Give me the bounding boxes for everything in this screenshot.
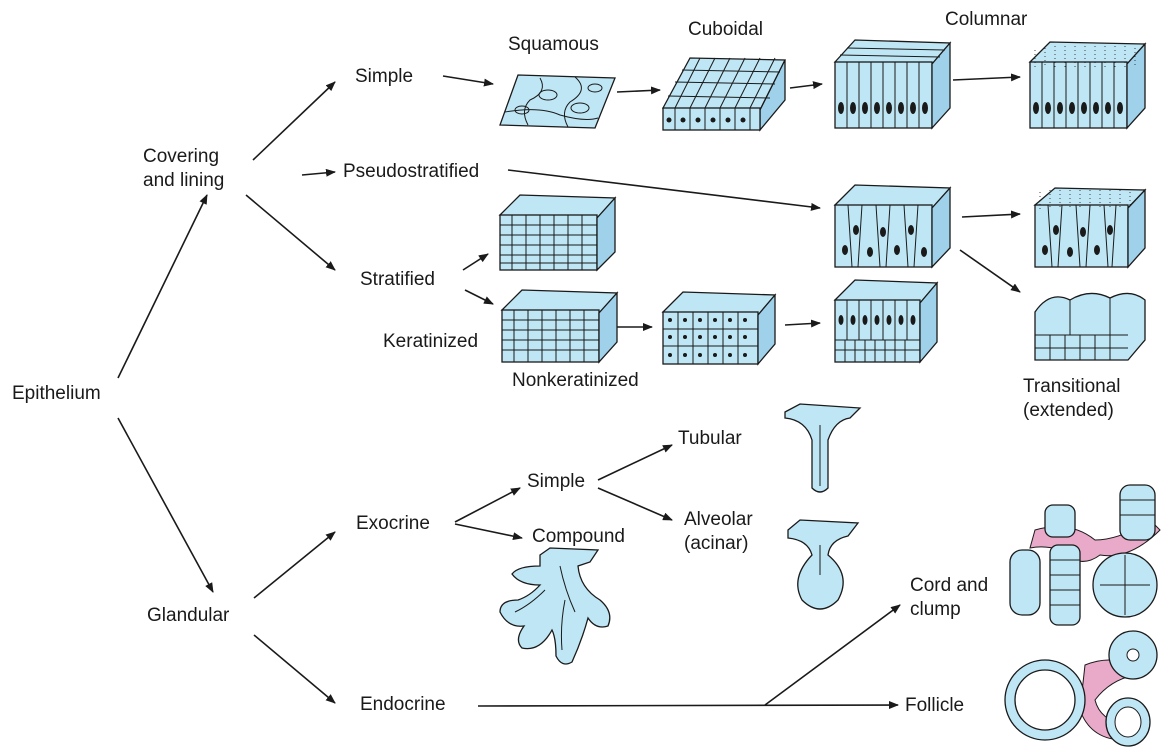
label-alveolar: Alveolar (acinar): [684, 508, 774, 556]
arrow-endocrine-follicle: [478, 705, 898, 706]
tubular-gland-illustration: [785, 404, 860, 492]
simple-squamous-illustration: [500, 75, 615, 128]
label-squamous: Squamous: [508, 33, 599, 57]
arrow-exocrine-simple: [455, 488, 520, 522]
label-endocrine: Endocrine: [360, 693, 446, 717]
arrow-simple-tubular: [598, 445, 672, 480]
arrow-strat-columnar: [785, 323, 820, 325]
arrow-stratified-keratinized: [463, 254, 488, 270]
arrow-covering-pseudostratified: [302, 172, 335, 175]
arrow-stratified-nonkeratinized: [465, 290, 493, 304]
simple-columnar-illustration: [835, 40, 950, 128]
stratified-columnar-illustration: [835, 280, 937, 362]
arrow-glandular-endocrine: [254, 635, 335, 703]
alveolar-gland-illustration: [788, 520, 858, 609]
stratified-nonkeratinized-illustration: [502, 290, 617, 362]
arrow-simple-alveolar: [598, 488, 672, 520]
arrow-simple-squamous: [443, 76, 493, 84]
cord-clump-illustration: [1010, 485, 1160, 625]
arrow-glandular-exocrine: [254, 532, 335, 598]
label-tubular: Tubular: [678, 427, 742, 451]
arrow-squamous-cuboidal: [617, 90, 660, 92]
simple-cuboidal-illustration: [663, 58, 785, 130]
label-epithelium: Epithelium: [12, 382, 101, 406]
arrow-cuboidal-columnar: [790, 84, 822, 88]
arrow-pseudo-transitional: [960, 250, 1020, 292]
arrow-exocrine-compound: [455, 524, 522, 538]
follicle-illustration: [1005, 631, 1157, 746]
arrow-covering-stratified: [246, 195, 335, 270]
label-transitional: Transitional (extended): [1023, 375, 1143, 423]
arrow-endocrine-cord: [765, 605, 900, 705]
arrow-columnar-ciliated: [953, 77, 1020, 80]
compound-gland-illustration: [500, 548, 610, 664]
arrow-covering-simple: [253, 82, 335, 160]
label-nonkeratinized: Nonkeratinized: [512, 369, 639, 393]
label-columnar: Columnar: [945, 8, 1027, 32]
label-cord-clump: Cord and clump: [910, 574, 1000, 622]
label-compound: Compound: [532, 525, 625, 549]
pseudostratified-illustration: [835, 185, 950, 267]
stratified-keratinized-illustration: [500, 195, 615, 270]
transitional-illustration: [1035, 293, 1145, 360]
label-stratified: Stratified: [360, 268, 435, 292]
label-covering-lining: Covering and lining: [143, 145, 253, 193]
label-follicle: Follicle: [905, 694, 964, 718]
label-glandular: Glandular: [147, 604, 229, 628]
pseudostratified-ciliated-illustration: [1035, 188, 1145, 267]
label-simple: Simple: [355, 65, 413, 89]
label-cuboidal: Cuboidal: [688, 18, 763, 42]
label-exocrine: Exocrine: [356, 512, 430, 536]
arrow-pseudo-ciliated: [962, 214, 1020, 217]
arrow-epithelium-covering: [118, 195, 207, 378]
stratified-cuboidal-illustration: [663, 292, 775, 364]
label-pseudostratified: Pseudostratified: [343, 160, 479, 184]
label-simple-gland: Simple: [527, 470, 585, 494]
arrow-epithelium-glandular: [118, 418, 213, 592]
ciliated-columnar-illustration: [1030, 42, 1145, 128]
label-keratinized: Keratinized: [383, 330, 478, 354]
